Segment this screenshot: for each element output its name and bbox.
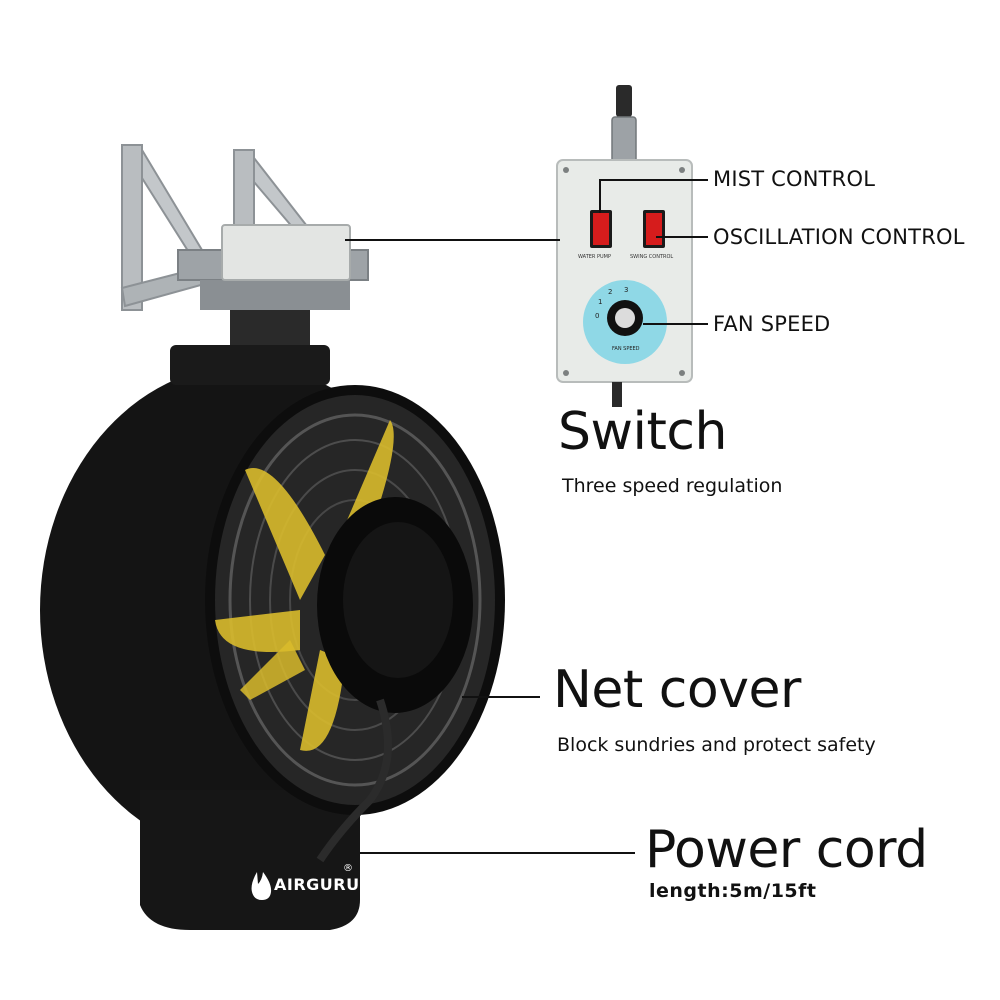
fan-speed-label: FAN SPEED xyxy=(713,312,831,336)
net-cover-caption: Block sundries and protect safety xyxy=(557,734,876,756)
brand-name-text: AIRGURU xyxy=(274,875,360,894)
swing-control-label: SWING CONTROL xyxy=(630,254,674,260)
fan-body xyxy=(40,345,505,930)
callout-leader-lines xyxy=(345,179,708,854)
power-cord-caption: length:5m/15ft xyxy=(649,880,817,902)
mist-control-label: MIST CONTROL xyxy=(713,167,876,191)
rocker-switch-icon xyxy=(590,210,665,248)
switch-caption: Three speed regulation xyxy=(562,475,783,497)
brand-name: AIRGURU xyxy=(274,875,360,894)
mounting-bracket xyxy=(120,144,369,350)
dial-tick-3: 3 xyxy=(624,286,629,294)
fan-speed-dial-label: FAN SPEED xyxy=(612,346,640,352)
brand-registered-mark: ® xyxy=(343,863,353,874)
water-pump-label: WATER PUMP xyxy=(578,254,611,260)
power-cord-title: Power cord xyxy=(645,820,928,880)
dial-tick-2: 2 xyxy=(608,288,613,296)
flame-drop-icon xyxy=(251,872,272,900)
oscillation-control-label: OSCILLATION CONTROL xyxy=(713,225,965,249)
speed-knob-icon xyxy=(583,280,667,364)
dial-tick-1: 1 xyxy=(598,298,603,306)
dial-tick-0: 0 xyxy=(595,312,600,320)
switch-title: Switch xyxy=(558,402,727,462)
net-cover-title: Net cover xyxy=(553,660,801,720)
